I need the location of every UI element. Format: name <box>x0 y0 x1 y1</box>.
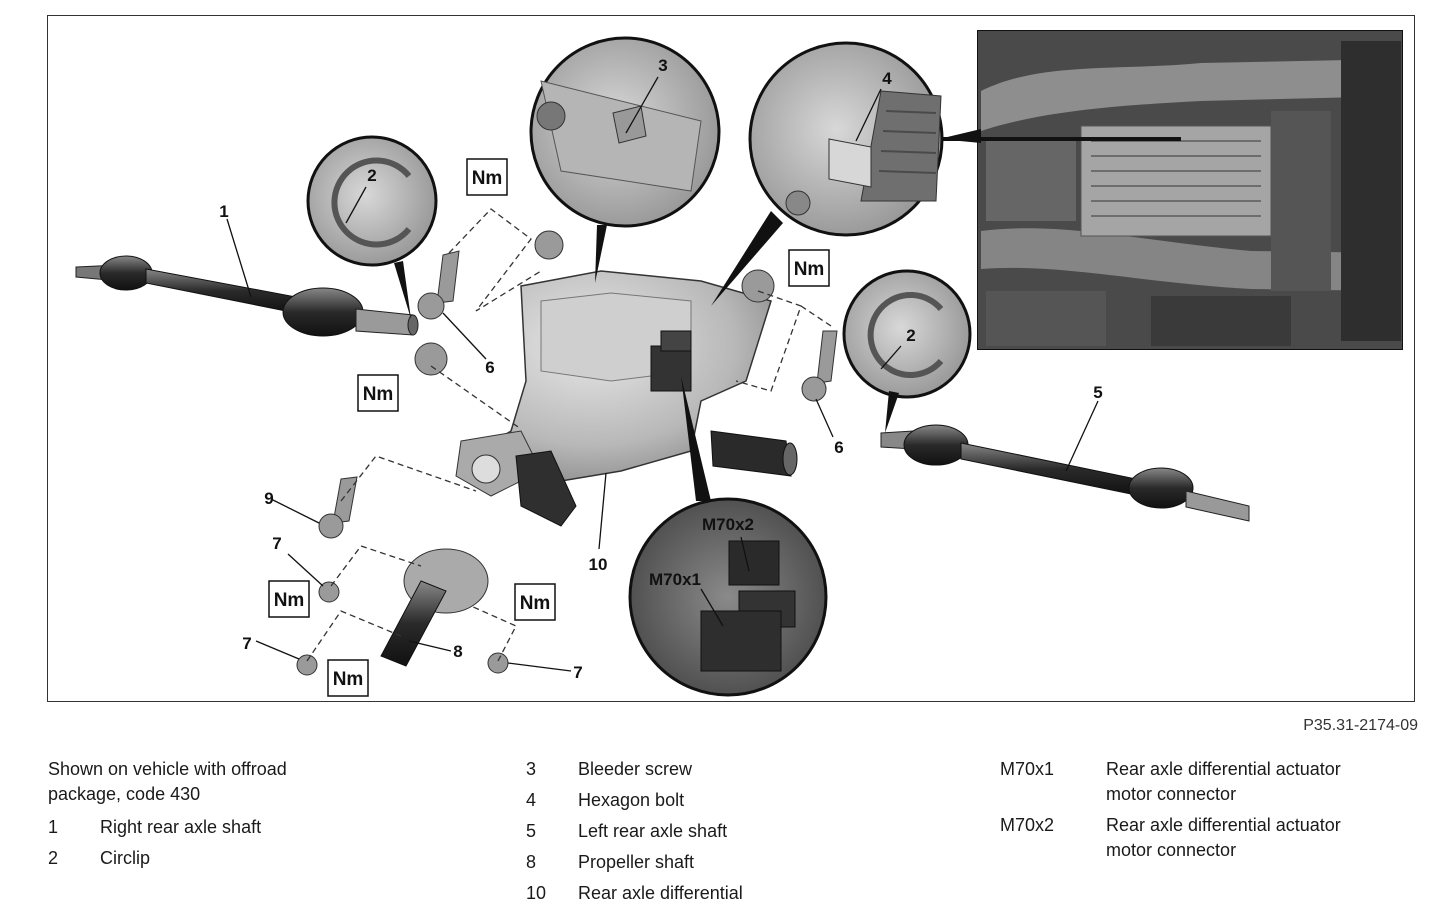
callout-6-right: 6 <box>834 438 843 457</box>
legend-text: Left rear axle shaft <box>578 821 728 841</box>
legend-column-3: M70x1 Rear axle differential actuator mo… <box>1000 757 1366 869</box>
callout-m70x2: M70x2 <box>702 515 754 534</box>
exploded-view-drawing: Nm Nm Nm Nm Nm Nm 1 2 2 3 4 5 6 6 7 7 7 … <box>75 30 1403 697</box>
torque-label-6: Nm <box>333 669 364 690</box>
legend-key: 10 <box>526 883 547 903</box>
legend-item: 10 Rear axle differential <box>526 881 743 906</box>
leader-lines <box>226 76 1099 672</box>
inset-photo <box>977 30 1403 350</box>
torque-label-4: Nm <box>274 590 305 611</box>
callout-10: 10 <box>589 555 608 574</box>
legend-key: 8 <box>526 852 537 872</box>
legend-text: Propeller shaft <box>578 852 695 872</box>
callout-4: 4 <box>882 69 892 88</box>
legend-item: 3 Bleeder screw <box>526 757 743 782</box>
legend-key: 4 <box>526 790 537 810</box>
callout-7-c: 7 <box>573 663 582 682</box>
legend-item: M70x2 Rear axle differential actuator mo… <box>1000 813 1366 863</box>
legend-item: 1 Right rear axle shaft <box>48 815 328 840</box>
torque-label-2: Nm <box>794 259 825 280</box>
callout-3: 3 <box>658 56 667 75</box>
legend-text: Bleeder screw <box>578 759 693 779</box>
legend-column-2: 3 Bleeder screw 4 Hexagon bolt 5 Left re… <box>526 757 743 912</box>
left-rear-axle-shaft <box>880 424 1250 522</box>
detail-circlip-right <box>842 269 972 433</box>
callout-8: 8 <box>453 642 462 661</box>
torque-dash-lines <box>306 208 832 662</box>
callout-2-right: 2 <box>906 326 915 345</box>
legend-text: Right rear axle shaft <box>100 817 262 837</box>
callout-9: 9 <box>264 489 273 508</box>
legend-key: 3 <box>526 759 537 779</box>
legend-text: Rear axle differential actuator motor co… <box>1106 815 1341 860</box>
callout-2-left: 2 <box>367 166 376 185</box>
callout-m70x1: M70x1 <box>649 570 701 589</box>
detail-hexagon-bolt <box>711 41 944 306</box>
legend-item: 4 Hexagon bolt <box>526 788 743 813</box>
legend-key: M70x1 <box>1000 759 1055 779</box>
callout-5: 5 <box>1093 383 1102 402</box>
torque-label-5: Nm <box>520 593 551 614</box>
figure-id: P35.31-2174-09 <box>1303 717 1418 734</box>
torque-boxes <box>268 158 830 697</box>
legend-item: M70x1 Rear axle differential actuator mo… <box>1000 757 1366 807</box>
legend-item: 8 Propeller shaft <box>526 850 743 875</box>
detail-actuator-connectors <box>628 376 828 697</box>
legend-key: 1 <box>48 817 59 837</box>
callout-1: 1 <box>219 202 228 221</box>
legend-text: Circlip <box>100 848 151 868</box>
legend-text: Rear axle differential actuator motor co… <box>1106 759 1341 804</box>
bolts-and-nuts <box>296 230 838 676</box>
rear-axle-differential <box>455 270 798 527</box>
detail-circlip-left <box>306 135 438 319</box>
legend-key: M70x2 <box>1000 815 1055 835</box>
legend-key: 5 <box>526 821 537 841</box>
legend-item: 5 Left rear axle shaft <box>526 819 743 844</box>
callout-7-a: 7 <box>272 534 281 553</box>
diagram-figure: Nm Nm Nm Nm Nm Nm 1 2 2 3 4 5 6 6 7 7 7 … <box>47 15 1415 702</box>
callout-7-b: 7 <box>242 634 251 653</box>
torque-label-1: Nm <box>472 168 503 189</box>
legend-key: 2 <box>48 848 59 868</box>
callout-6-left: 6 <box>485 358 494 377</box>
propeller-shaft <box>380 548 489 667</box>
legend-item: 2 Circlip <box>48 846 328 871</box>
legend-text: Rear axle differential <box>578 883 743 903</box>
torque-label-3: Nm <box>363 384 394 405</box>
detail-bleeder-screw <box>529 36 721 283</box>
right-rear-axle-shaft <box>75 255 419 337</box>
legend-column-1: Shown on vehicle with offroad package, c… <box>48 757 328 877</box>
legend-note: Shown on vehicle with offroad package, c… <box>48 759 287 804</box>
legend-text: Hexagon bolt <box>578 790 685 810</box>
